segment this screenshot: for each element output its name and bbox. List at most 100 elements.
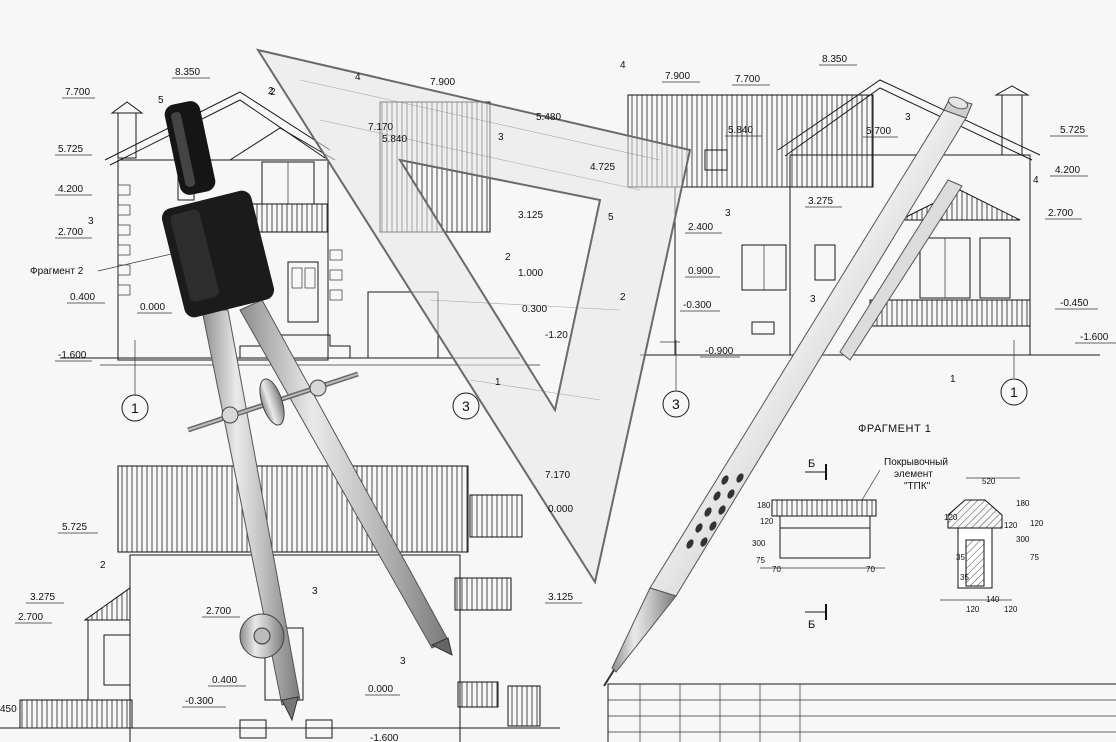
tag-b-3c: 3 — [810, 294, 816, 305]
tag-b-4b: 4 — [1033, 175, 1039, 186]
axis-label-3-left: 3 — [462, 398, 470, 414]
level-b-neg0450: -0.450 — [1060, 298, 1089, 309]
level-b-7900: 7.900 — [665, 71, 690, 82]
fragment-1-detail: ФРАГМЕНТ 1 Б Б Покрывочный элемент "ТПК"… — [752, 423, 1044, 631]
level-4200: 4.200 — [58, 184, 83, 195]
level-0400: 0.400 — [70, 292, 95, 303]
sq-mark-2a: 2 — [268, 86, 274, 97]
dim-75-left: 75 — [756, 556, 765, 565]
sq-mark-7170b: 7.170 — [545, 470, 570, 481]
sq-mark-4: 4 — [355, 72, 361, 83]
dim-180-right: 180 — [1016, 499, 1030, 508]
level-2700: 2.700 — [58, 227, 83, 238]
sq-mark-1: 1 — [495, 377, 501, 388]
dim-520: 520 — [982, 477, 996, 486]
axis-label-1: 1 — [131, 400, 139, 416]
sq-mark-0300: 0.300 — [522, 304, 547, 315]
level-c-5725: 5.725 — [62, 522, 87, 533]
title-block-grid — [607, 683, 1116, 742]
drawing-compass — [161, 101, 453, 722]
level-c-neg0300: -0.300 — [185, 696, 214, 707]
elevation-drawing-bottom: 5.725 3.275 2.700 2.700 0.400 -0.300 0.0… — [0, 465, 582, 742]
fragment-2-label: Фрагмент 2 — [30, 266, 84, 277]
tag-b-3b: 3 — [725, 208, 731, 219]
level-c-450: 450 — [0, 704, 17, 715]
sq-mark-5840: 5.840 — [382, 134, 407, 145]
tag-c-3a: 3 — [312, 586, 318, 597]
sq-mark-3: 3 — [498, 132, 504, 143]
level-b-neg0900: -0.900 — [705, 346, 734, 357]
dim-70-a: 70 — [772, 565, 781, 574]
level-0000: 0.000 — [140, 302, 165, 313]
element-label-2: элемент — [894, 469, 933, 480]
axis-label-1-right: 1 — [1010, 384, 1018, 400]
tag-c-3b: 3 — [400, 656, 406, 667]
level-c-0400: 0.400 — [212, 675, 237, 686]
level-b-5700: 5.700 — [866, 126, 891, 137]
tag-3a: 3 — [88, 216, 94, 227]
level-b-0900: 0.900 — [688, 266, 713, 277]
sq-mark-5480: 5.480 — [536, 112, 561, 123]
level-c-2700a: 2.700 — [18, 612, 43, 623]
level-b-8350: 8.350 — [822, 54, 847, 65]
level-8350: 8.350 — [175, 67, 200, 78]
sq-mark-7900: 7.900 — [430, 77, 455, 88]
level-b-neg0300: -0.300 — [683, 300, 712, 311]
dim-120-left: 120 — [760, 517, 774, 526]
level-b-5725: 5.725 — [1060, 125, 1085, 136]
sq-mark-3125: 3.125 — [518, 210, 543, 221]
sq-mark-0000: 0.000 — [548, 504, 573, 515]
dim-70-b: 70 — [866, 565, 875, 574]
level-c-neg1600: -1.600 — [370, 733, 399, 742]
level-c-3125: 3.125 — [548, 592, 573, 603]
fragment-1-title: ФРАГМЕНТ 1 — [858, 423, 931, 435]
tag-c-2: 2 — [100, 560, 106, 571]
element-label-1: Покрывочный — [884, 457, 948, 468]
level-c-0000: 0.000 — [368, 684, 393, 695]
level-b-2400: 2.400 — [688, 222, 713, 233]
dim-180-left: 180 — [757, 501, 771, 510]
dim-120-r1: 120 — [944, 513, 958, 522]
dim-35-a: 35 — [956, 553, 965, 562]
element-label-3: "ТПК" — [904, 481, 931, 492]
level-b-4200: 4.200 — [1055, 165, 1080, 176]
level-b-7700: 7.700 — [735, 74, 760, 85]
dim-120-right: 120 — [1030, 519, 1044, 528]
section-mark-bottom: Б — [808, 619, 815, 631]
tag-b-1: 1 — [950, 374, 956, 385]
set-square: 7.170 5.840 5.480 4.725 3.125 1.000 0.30… — [255, 48, 692, 585]
tag-5: 5 — [158, 95, 164, 106]
dim-35-b: 35 — [960, 573, 969, 582]
section-mark-top: Б — [808, 458, 815, 470]
sq-mark-5: 5 — [608, 212, 614, 223]
sq-mark-7170: 7.170 — [368, 122, 393, 133]
axis-label-3-right: 3 — [672, 396, 680, 412]
sq-mark-4725: 4.725 — [590, 162, 615, 173]
level-c-2700b: 2.700 — [206, 606, 231, 617]
level-b-neg1600: -1.600 — [1080, 332, 1109, 343]
level-b-2700: 2.700 — [1048, 208, 1073, 219]
tag-b-3a: 3 — [905, 112, 911, 123]
tag-b-4a: 4 — [620, 60, 626, 71]
level-b-5840: 5.840 — [728, 125, 753, 136]
dim-120-r2: 120 — [1004, 521, 1018, 530]
level-7700: 7.700 — [65, 87, 90, 98]
mechanical-pencil — [603, 96, 973, 687]
dim-140: 140 — [986, 595, 1000, 604]
dim-75-right: 75 — [1030, 553, 1039, 562]
level-neg1600: -1.600 — [58, 350, 87, 361]
dim-120-b1: 120 — [966, 605, 980, 614]
sq-mark-2c: 2 — [620, 292, 626, 303]
level-c-3275: 3.275 — [30, 592, 55, 603]
dim-300-left: 300 — [752, 539, 766, 548]
sq-mark-neg120: -1.20 — [545, 330, 568, 341]
level-b-3275: 3.275 — [808, 196, 833, 207]
sq-mark-1000: 1.000 — [518, 268, 543, 279]
level-5725: 5.725 — [58, 144, 83, 155]
sq-mark-2b: 2 — [505, 252, 511, 263]
dim-120-b2: 120 — [1004, 605, 1018, 614]
tag-2: 2 — [270, 87, 276, 98]
dim-300-right: 300 — [1016, 535, 1030, 544]
